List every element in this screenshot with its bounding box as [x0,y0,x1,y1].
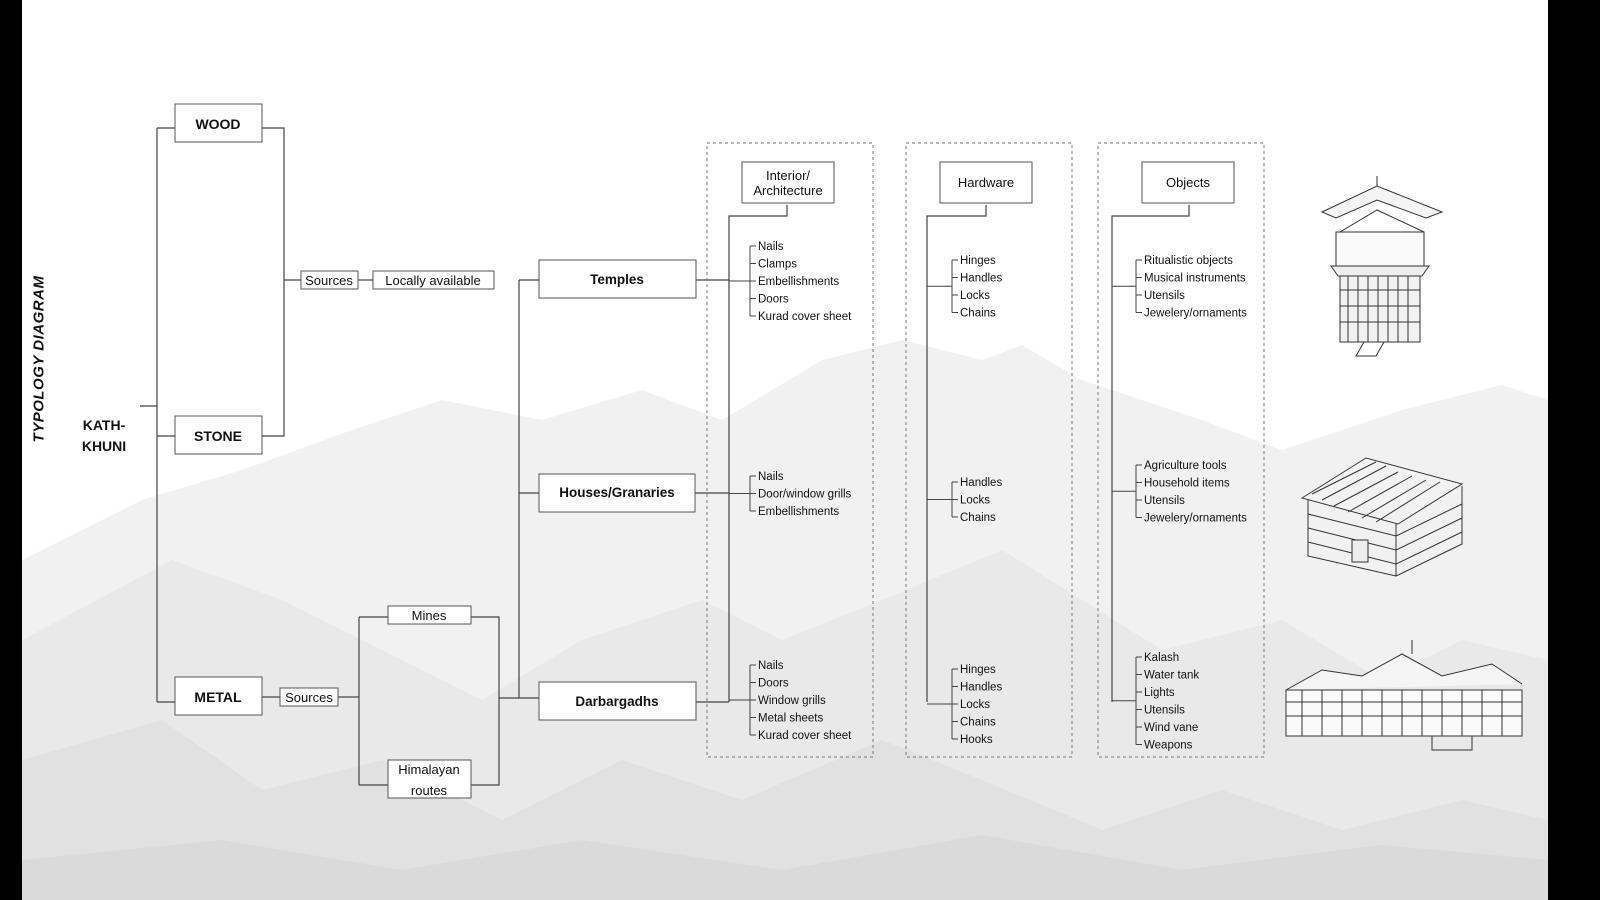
hardware-header-label: Hardware [958,175,1014,190]
list-item: Weapons [1144,740,1193,752]
list-item: Chains [960,512,996,524]
list-item: Embellishments [758,506,839,518]
root-label-line1: KATH- [83,417,126,433]
list-item: Handles [960,477,1002,489]
list-item: Handles [960,682,1002,694]
temple-tower-illustration [1320,176,1444,357]
temples-label: Temples [590,272,644,287]
wood-box [174,103,263,143]
hardware-header-box [939,161,1033,204]
darbargadhs-box [538,681,697,721]
objects-header-box [1141,161,1235,204]
himalayan-label-line1: Himalayan [398,762,459,777]
wood-stone-sources-box [300,270,359,290]
list-item: Window grills [758,695,826,707]
node-boxes [174,103,1235,799]
list-item: Chains [960,717,996,729]
himalayan-routes-box [387,759,472,799]
list-item: Doors [758,294,789,306]
list-item: Kalash [1144,652,1179,664]
list-item: Locks [960,495,990,507]
wood-label: WOOD [195,116,240,132]
list-item: Nails [758,471,784,483]
interior-header-box [741,161,835,204]
list-item: Household items [1144,478,1230,490]
side-title-tab: TYPOLOGY DIAGRAM [30,241,61,477]
diagram-page: KATH- KHUNI WOOD STONE METAL Sources Loc… [22,0,1548,900]
list-item: Metal sheets [758,713,823,725]
list-item: Water tank [1144,670,1199,682]
temples-box [538,259,697,299]
mines-box [387,605,472,625]
list-item: Hinges [960,664,996,676]
houses-box [538,473,696,513]
list-item: Ritualistic objects [1144,255,1233,267]
list-item: Chains [960,308,996,320]
interior-header-line1: Interior/ [766,168,810,183]
locally-available-label: Locally available [385,273,480,288]
list-item: Locks [960,290,990,302]
side-title: TYPOLOGY DIAGRAM [30,275,48,443]
list-item: Wind vane [1144,722,1198,734]
list-item: Jewelery/ornaments [1144,308,1247,320]
list-item: Lights [1144,687,1175,699]
objects-header-label: Objects [1166,175,1211,190]
metal-sources-box [279,687,339,707]
list-item: Locks [960,699,990,711]
houses-label: Houses/Granaries [559,485,675,500]
interior-header-line2: Architecture [753,183,822,198]
list-item: Utensils [1144,290,1185,302]
list-item: Handles [960,273,1002,285]
locally-available-box [372,270,495,290]
granary-house-illustration [1300,457,1464,577]
root-label-line2: KHUNI [82,438,126,454]
list-item: Clamps [758,259,797,271]
wood-stone-sources-label: Sources [305,273,353,288]
connector-lines [140,127,1190,786]
darbargadhs-label: Darbargadhs [575,694,658,709]
list-item: Musical instruments [1144,273,1246,285]
mines-label: Mines [412,608,447,623]
list-item: Doors [758,678,789,690]
list-item: Nails [758,660,784,672]
list-item: Door/window grills [758,489,852,501]
list-item: Utensils [1144,705,1185,717]
list-item: Nails [758,241,784,253]
list-item: Embellishments [758,276,839,288]
stone-box [174,415,263,455]
typology-diagram-canvas: KATH- KHUNI WOOD STONE METAL Sources Loc… [22,103,1548,900]
metal-label: METAL [194,689,242,705]
himalayan-label-line2: routes [411,783,448,798]
list-item: Kurad cover sheet [758,311,852,323]
list-item: Hinges [960,255,996,267]
list-item: Jewelery/ornaments [1144,513,1247,525]
list-item: Agriculture tools [1144,460,1227,472]
list-item: Hooks [960,734,993,746]
list-item: Kurad cover sheet [758,730,852,742]
palace-illustration [1285,640,1523,751]
right-frame-edge [1548,0,1600,900]
left-frame-edge [0,0,22,900]
list-item: Utensils [1144,495,1185,507]
stone-label: STONE [194,428,242,444]
metal-box [174,676,263,716]
metal-sources-label: Sources [285,690,333,705]
